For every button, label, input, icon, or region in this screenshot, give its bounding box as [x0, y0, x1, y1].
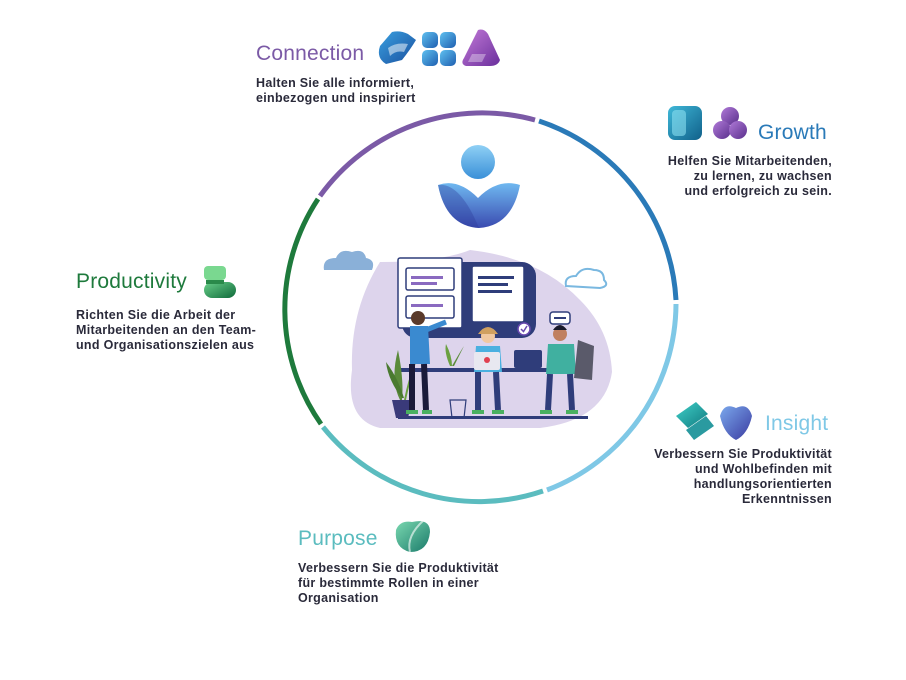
cloud-icon	[323, 250, 374, 270]
pillar-ring	[282, 110, 679, 505]
growth-description: Helfen Sie Mitarbeitenden, zu lernen, zu…	[667, 154, 832, 198]
ring-segment-insight	[546, 303, 679, 493]
ring-segment-growth	[538, 118, 679, 301]
ring-segment-connection	[317, 110, 536, 198]
viva-connections-icon	[422, 32, 456, 66]
viva-engage-icon	[378, 31, 416, 64]
team-illustration	[323, 250, 612, 428]
productivity-description: Richten Sie die Arbeit der Mitarbeitende…	[76, 308, 257, 352]
purpose-description: Verbessern Sie die Produktivität für bes…	[298, 561, 499, 605]
viva-amplify-icon	[462, 29, 500, 66]
connection-description: Halten Sie alle informiert, einbezogen u…	[256, 76, 416, 105]
insight-description: Verbessern Sie Produktivität und Wohlbef…	[654, 447, 832, 506]
ring-segment-purpose	[321, 425, 544, 505]
connection-title: Connection	[256, 42, 365, 65]
viva-learning-icon	[668, 106, 702, 140]
viva-goals-icon	[204, 266, 236, 298]
viva-topics-icon	[713, 107, 747, 139]
ring-segment-productivity	[282, 197, 324, 426]
productivity-title: Productivity	[76, 270, 187, 293]
purpose-title: Purpose	[298, 527, 378, 550]
insight-title: Insight	[765, 412, 829, 435]
viva-pulse-icon	[720, 406, 752, 440]
cloud-icon	[564, 267, 608, 290]
viva-insights-icon	[676, 402, 714, 440]
viva-logo-icon	[438, 145, 520, 228]
viva-sales-icon	[395, 519, 430, 553]
growth-title: Growth	[758, 121, 827, 144]
